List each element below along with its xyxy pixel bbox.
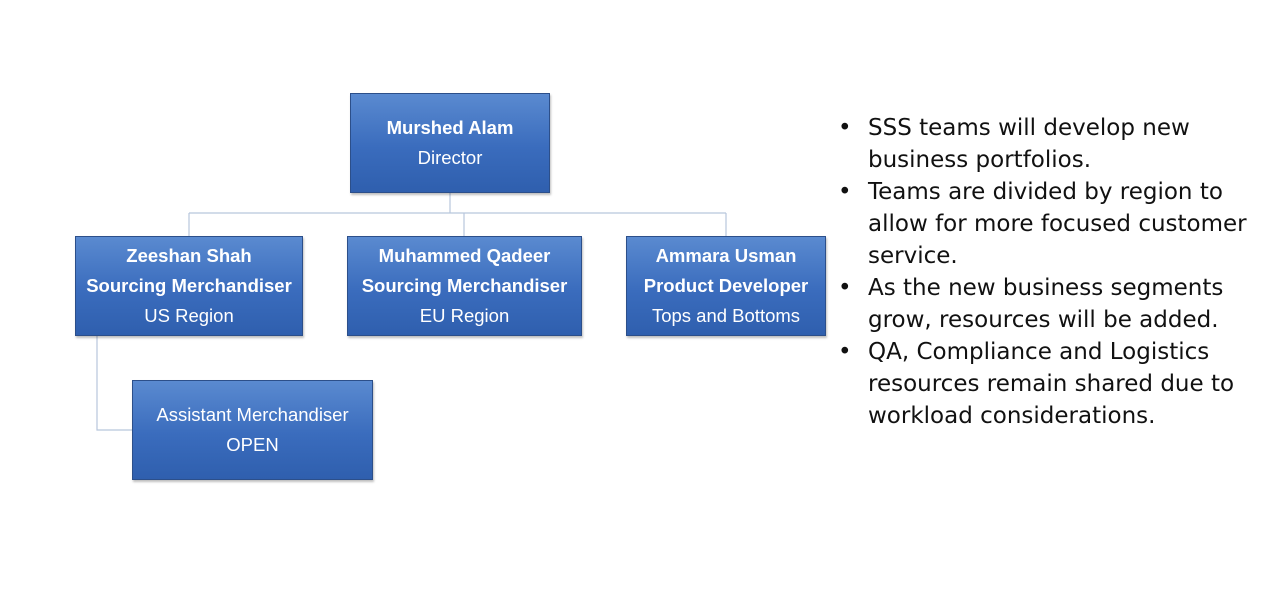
report-region: EU Region [419, 305, 510, 326]
assistant-status: OPEN [226, 434, 279, 455]
org-box-zeeshan-shah: Zeeshan Shah Sourcing Merchandiser US Re… [75, 236, 303, 336]
bullet-text: Teams are divided by region to allow for… [868, 179, 1247, 269]
bullet-item: • QA, Compliance and Logistics resources … [834, 336, 1254, 432]
bullet-text: QA, Compliance and Logistics resources r… [868, 339, 1235, 429]
report-title: Sourcing Merchandiser [86, 275, 292, 296]
director-title: Director [417, 147, 483, 168]
bullet-item: • SSS teams will develop new business por… [834, 112, 1254, 176]
report-title: Sourcing Merchandiser [361, 275, 568, 296]
bullet-dot-icon: • [838, 115, 852, 141]
bullet-item: • As the new business segments grow, reso… [834, 272, 1254, 336]
bullet-list: • SSS teams will develop new business por… [834, 112, 1254, 432]
connector-assistant [96, 336, 132, 431]
bullet-item: • Teams are divided by region to allow fo… [834, 176, 1254, 272]
bullet-dot-icon: • [838, 339, 852, 365]
director-name: Murshed Alam [386, 117, 514, 138]
report-name: Ammara Usman [655, 245, 797, 266]
org-box-muhammed-qadeer: Muhammed Qadeer Sourcing Merchandiser EU… [347, 236, 582, 336]
bullet-text: As the new business segments grow, resou… [868, 275, 1224, 333]
bullet-dot-icon: • [838, 275, 852, 301]
org-box-director: Murshed Alam Director [350, 93, 550, 193]
assistant-title: Assistant Merchandiser [156, 404, 349, 425]
org-box-assistant-merchandiser: Assistant Merchandiser OPEN [132, 380, 373, 480]
bullet-dot-icon: • [838, 179, 852, 205]
report-name: Muhammed Qadeer [378, 245, 551, 266]
report-region: Tops and Bottoms [651, 305, 801, 326]
report-name: Zeeshan Shah [126, 245, 252, 266]
bullet-text: SSS teams will develop new business port… [868, 115, 1190, 173]
org-box-ammara-usman: Ammara Usman Product Developer Tops and … [626, 236, 826, 336]
report-title: Product Developer [643, 275, 809, 296]
report-region: US Region [144, 305, 234, 326]
